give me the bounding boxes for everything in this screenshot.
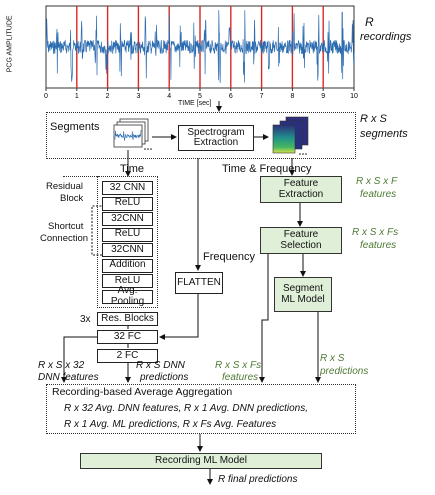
x-tick-label: 7 bbox=[260, 93, 264, 100]
seg-ml-label-2: ML Model bbox=[281, 293, 325, 305]
fs-features-label-1: R x S x Fs bbox=[215, 360, 262, 371]
x-tick-label: 8 bbox=[290, 93, 294, 100]
shortcut-label-2: Connection bbox=[40, 233, 89, 244]
aggregation-region bbox=[46, 384, 356, 434]
x-tick-label: 3 bbox=[136, 93, 140, 100]
aggregation-line-2: R x 1 Avg. ML predictions, R x Fs Avg. F… bbox=[64, 419, 277, 430]
spectrogram-extraction-box: Spectrogram Extraction bbox=[178, 125, 254, 151]
r-recordings-2: recordings bbox=[360, 31, 412, 43]
rs-pred-label-2: predictions bbox=[320, 366, 369, 377]
cnn-layer: ReLU bbox=[102, 274, 153, 288]
rxsxf-label-2: features bbox=[360, 189, 397, 200]
fc32-box: 32 FC bbox=[97, 330, 158, 344]
flatten-box: FLATTEN bbox=[175, 272, 223, 294]
aggregation-title: Recording-based Average Aggregation bbox=[52, 386, 233, 398]
x-tick-label: 0 bbox=[44, 93, 48, 100]
fs-features-label-2: features bbox=[222, 372, 259, 383]
cnn-layer: 32 CNN bbox=[102, 181, 153, 195]
arrow-dnn-features bbox=[61, 336, 97, 383]
final-predictions-label: R final predictions bbox=[218, 474, 298, 485]
spectrogram-svg bbox=[272, 116, 309, 155]
spectrogram-label-1: Spectrogram bbox=[187, 126, 245, 138]
x-tick-label: 6 bbox=[229, 93, 233, 100]
x-tick-label: 10 bbox=[350, 93, 358, 100]
cnn-layer: Avg. Pooling bbox=[102, 285, 153, 306]
pcg-waveform bbox=[45, 10, 355, 83]
three-x-label: 3x bbox=[80, 314, 91, 325]
pcg-plot-svg: 0 1 2 3 4 5 6 7 8 9 10 bbox=[44, 5, 358, 100]
segment-ml-model-box: Segment ML Model bbox=[274, 277, 332, 312]
feat-sel-label-1: Feature bbox=[283, 229, 319, 240]
segment-thumbs-svg bbox=[113, 118, 152, 150]
seg-ml-label-1: Segment bbox=[282, 283, 323, 294]
spectrogram-label-2: Extraction bbox=[193, 137, 239, 148]
r-recordings-1: R bbox=[365, 15, 374, 29]
spectrogram-images bbox=[270, 116, 310, 156]
residual-label-1: Residual bbox=[46, 181, 83, 192]
rxs-segments-2: segments bbox=[360, 128, 408, 140]
rxsxf-label-1: R x S x F bbox=[356, 176, 398, 187]
dnn-pred-label-2: predictions bbox=[140, 372, 189, 383]
cnn-layer: ReLU bbox=[102, 196, 153, 211]
x-tick-label: 1 bbox=[75, 93, 79, 100]
residual-block-region bbox=[63, 176, 99, 268]
segments-region bbox=[46, 112, 356, 159]
segments-label: Segments bbox=[50, 121, 100, 133]
shortcut-connection-line bbox=[91, 205, 102, 256]
feat-sel-label-2: Selection bbox=[280, 239, 322, 251]
arrow-flatten-to-fc bbox=[159, 294, 199, 340]
rxs-segments-1: R x S bbox=[360, 113, 387, 125]
dnn-features-label-2: DNN features bbox=[38, 372, 99, 383]
x-tick-label: 4 bbox=[167, 93, 171, 100]
rxsxfs-label-1: R x S x Fs bbox=[352, 227, 399, 238]
cnn-layer: Addition bbox=[102, 258, 153, 273]
aggregation-line-1: R x 32 Avg. DNN features, R x 1 Avg. DNN… bbox=[64, 403, 308, 414]
rs-pred-label-1: R x S bbox=[320, 353, 345, 364]
recording-ml-model-box: Recording ML Model bbox=[80, 453, 322, 469]
frequency-label: Frequency bbox=[203, 251, 255, 263]
feature-selection-box: Feature Selection bbox=[260, 227, 342, 254]
feat-ext-label-1: Feature bbox=[283, 178, 319, 189]
cnn-layer-list: 32 CNN ReLU 32CNN ReLU 32CNN Addition Re… bbox=[102, 181, 153, 306]
dnn-pred-label-1: R x S DNN bbox=[136, 360, 185, 371]
cnn-layer: ReLU bbox=[102, 227, 153, 242]
arrow-fs-features bbox=[259, 254, 269, 383]
shortcut-label-1: Shortcut bbox=[48, 221, 84, 232]
feat-ext-label-2: Extraction bbox=[278, 188, 324, 200]
x-tick-label: 2 bbox=[106, 93, 110, 100]
segment-thumbnails bbox=[112, 118, 152, 152]
residual-label-2: Block bbox=[60, 193, 84, 204]
cnn-layer: 32CNN bbox=[102, 243, 153, 257]
fc2-box: 2 FC bbox=[97, 349, 158, 363]
feature-extraction-box: Feature Extraction bbox=[260, 176, 342, 203]
pcg-xlabel: TIME [sec] bbox=[178, 100, 212, 107]
cnn-layer: 32CNN bbox=[102, 212, 153, 226]
res-blocks-box: Res. Blocks bbox=[97, 312, 158, 326]
x-tick-label: 9 bbox=[321, 93, 325, 100]
rxsxfs-label-2: features bbox=[360, 240, 397, 251]
x-tick-label: 5 bbox=[198, 93, 202, 100]
dnn-features-label-1: R x S x 32 bbox=[38, 360, 85, 371]
